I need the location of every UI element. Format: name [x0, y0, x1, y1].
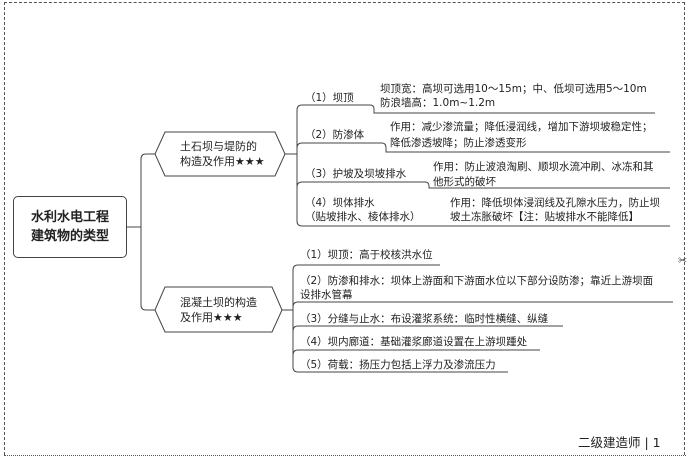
underline-item-1-2 — [296, 142, 670, 153]
root-node: 水利水电工程建筑物的类型 — [13, 196, 127, 258]
item-text: （5）荷载：扬压力包括上浮力及渗流压力 — [300, 359, 496, 371]
item-detail: 作用：防止波浪淘刷、顺坝水流冲刷、冰冻和其 — [433, 161, 654, 173]
root-title-line2: 建筑物的类型 — [30, 229, 109, 244]
connector-branches — [140, 153, 155, 311]
underline-item-2-2 — [292, 301, 673, 308]
item-label: （3）护坡及坝坡排水 — [305, 168, 407, 180]
item-text: （3）分缝与止水：布设灌浆系统：临时性横缝、纵缝 — [300, 313, 549, 325]
branch-node-2 — [154, 286, 283, 333]
underline-item-2-4 — [292, 349, 540, 356]
item-detail: 降低渗透坡降；防止渗透变形 — [390, 137, 527, 149]
item-label: （4）坝体排水 — [305, 197, 375, 209]
branch-node-1 — [154, 131, 286, 177]
item-detail: 作用：降低坝体浸润线及孔隙水压力，防止坝 — [450, 197, 660, 209]
underline-item-1-1 — [296, 104, 655, 114]
item-detail: 坝顶宽：高坝可选用10～15m；中、低坝可选用5～10m — [380, 83, 647, 95]
item-text: 设排水管幕 — [300, 289, 353, 301]
underline-item-1-3 — [296, 181, 670, 189]
item-detail: 作用：减少渗流量；降低浸润线，增加下游坝坡稳定性； — [390, 121, 653, 133]
item-text: （1）坝顶：高于校核洪水位 — [300, 249, 433, 261]
item-text: （2）防渗和排水：坝体上游面和下游面水位以下部分设防渗；靠近上游坝面 — [300, 275, 654, 287]
underline-item-2-3 — [292, 325, 563, 332]
branch-2-line1: 混凝土坝的构造 — [180, 296, 257, 309]
root-title-line1: 水利水电工程 — [30, 210, 109, 225]
item-label: （贴坡排水、棱体排水） — [305, 211, 421, 223]
branch-2-line2: 及作用★★★ — [180, 311, 243, 324]
item-text: （4）坝内廊道：基础灌浆廊道设置在上游坝踵处 — [300, 336, 528, 348]
footer-page-label: 二级建造师 | 1 — [578, 435, 661, 450]
scissors-icon: ✂ — [678, 254, 688, 267]
underline-item-2-1 — [292, 264, 440, 271]
page-border — [4, 2, 685, 455]
spine-branch-2 — [292, 270, 508, 373]
branch-2-label: 混凝土坝的构造 及作用★★★ — [180, 295, 257, 325]
branch-1-label: 土石坝与堤防的 构造及作用★★★ — [180, 139, 265, 169]
page-border-bottom — [4, 455, 686, 456]
item-detail: 他形式的破坏 — [433, 176, 496, 188]
item-label: （2）防渗体 — [305, 129, 365, 141]
item-label: （1）坝顶 — [305, 92, 354, 104]
branch-1-line2: 构造及作用★★★ — [180, 155, 265, 168]
item-detail: 防浪墙高：1.0m~1.2m — [380, 97, 496, 109]
branch-1-line1: 土石坝与堤防的 — [180, 140, 257, 153]
spine-branch-1 — [296, 110, 670, 227]
item-detail: 坡土冻胀破坏【注：贴坡排水不能降低】 — [450, 211, 639, 223]
